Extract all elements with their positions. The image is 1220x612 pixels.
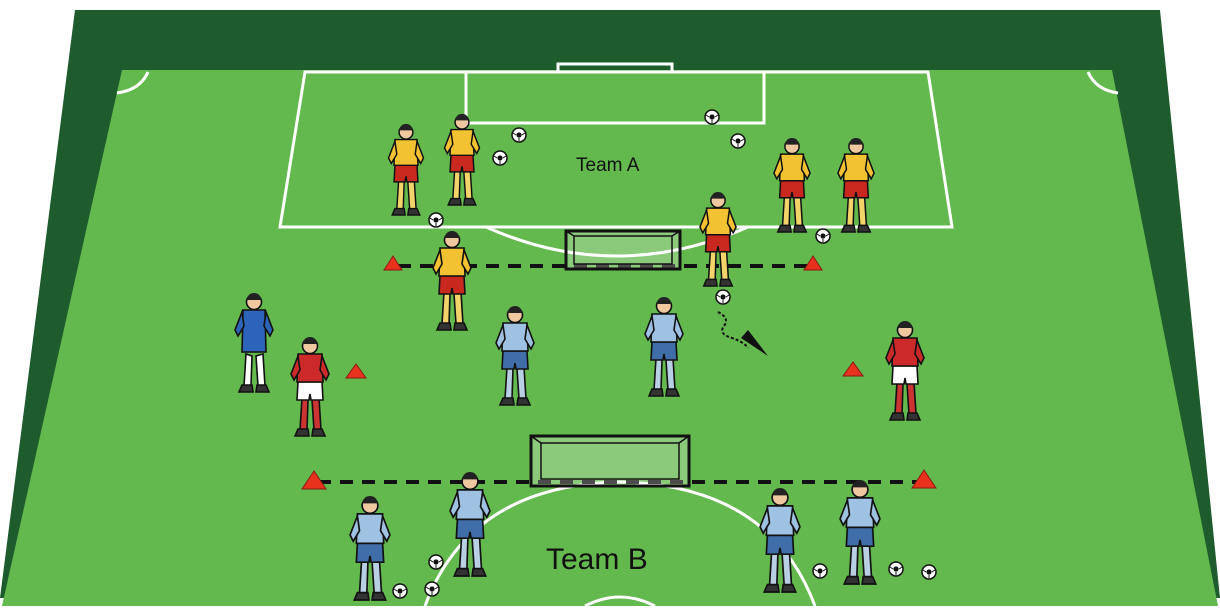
cone [345,363,367,379]
ball [715,289,731,305]
coach [234,293,274,393]
lower-goal [529,434,691,488]
upper-goal [564,229,682,271]
team-b-player [839,480,881,585]
ball [704,109,720,125]
team-b-player [759,488,801,593]
dribble-path [717,311,749,349]
cones [301,255,937,490]
team-b-label: Team B [546,543,648,576]
dribble-arrow [717,311,768,356]
upper-goal-back [573,235,673,265]
lower-goal-back [540,442,680,480]
ball [921,564,937,580]
team-a-player [387,123,425,216]
team-b-player [644,297,684,397]
corner-arc-right [1086,71,1119,95]
corner-arc-left [116,71,150,95]
ball [815,228,831,244]
cone [803,255,823,271]
team-b-player [495,306,535,406]
team-a-player [443,113,481,206]
team-a-label: Team A [576,155,640,176]
top-goal-mouth [556,62,674,72]
ball [730,133,746,149]
team-b-player [449,472,491,577]
team-a-player [837,137,875,233]
cone [911,469,937,489]
ball [392,583,408,599]
upper-goal-frame [564,229,682,271]
ball [492,150,508,166]
defender-player [290,337,330,437]
cone [383,255,403,271]
arrow-head [741,330,768,356]
ball [428,554,444,570]
pitch-surface [2,70,1218,606]
players [234,113,925,601]
team-b-player [349,496,391,601]
top-penalty-area [278,70,954,229]
lower-goal-frame [529,434,691,488]
cone [842,361,864,377]
cone [301,470,327,490]
ball [428,212,444,228]
team-a-player [699,191,737,287]
center-spot-arc [584,595,656,608]
pitch [0,10,1220,606]
balls [392,109,937,599]
team-a-player [432,231,472,331]
team-a-player [773,137,811,233]
ball [424,581,440,597]
ball [888,561,904,577]
ball [812,563,828,579]
ball [511,127,527,143]
defender-player [885,321,925,421]
